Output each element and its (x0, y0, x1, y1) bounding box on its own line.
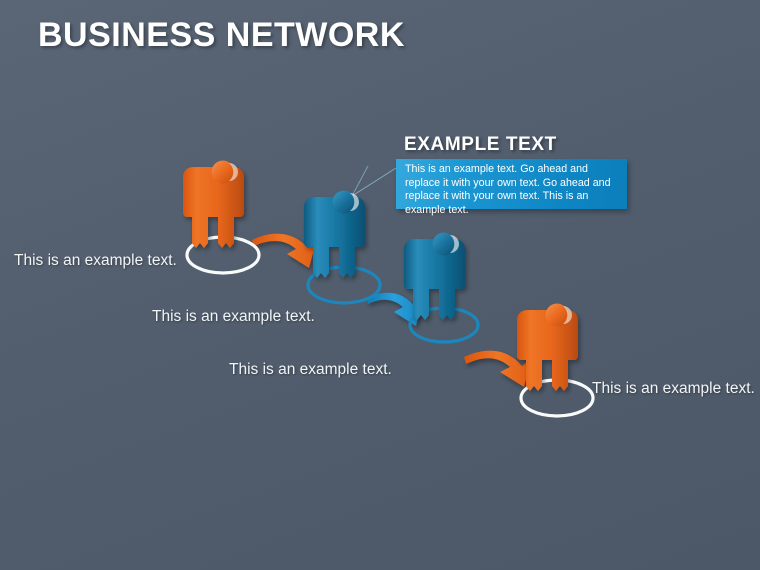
arrow-1-person1-to-person2 (252, 233, 316, 268)
person-2-blue[interactable] (304, 165, 397, 305)
person-4-head (545, 303, 569, 327)
callout-leader-line-2 (351, 165, 369, 197)
caption-person-4: This is an example text. (592, 380, 755, 397)
caption-person-3: This is an example text. (229, 361, 392, 378)
arrow-3-person3-to-person4 (464, 350, 531, 387)
person-3-head (432, 232, 456, 256)
person-4-body (517, 310, 578, 391)
person-2-body (304, 197, 365, 278)
caption-person-2: This is an example text. (152, 308, 315, 325)
callout-box[interactable]: This is an example text. Go ahead and re… (396, 159, 627, 216)
person-2-head (332, 190, 356, 214)
callout-heading: EXAMPLE TEXT (404, 134, 557, 155)
person-4-orange[interactable] (517, 303, 595, 418)
callout-leader-line (351, 167, 397, 197)
person-3-blue[interactable] (404, 232, 480, 344)
person-1-head (211, 160, 235, 184)
callout-body-text: This is an example text. Go ahead and re… (405, 163, 611, 216)
person-3-body (404, 239, 465, 320)
page-title: BUSINESS NETWORK (38, 16, 405, 54)
person-1-orange[interactable] (183, 160, 261, 275)
caption-person-1: This is an example text. (14, 252, 177, 269)
arrow-2-person2-to-person3 (366, 292, 422, 326)
person-1-body (183, 167, 244, 248)
